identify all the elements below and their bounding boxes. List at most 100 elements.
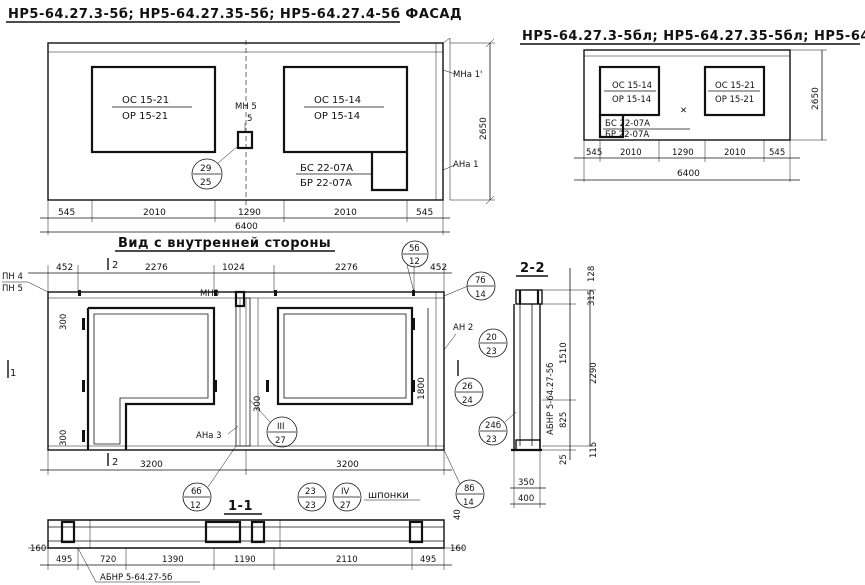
section22-callout-top: 24б bbox=[485, 421, 501, 431]
svg-text:12: 12 bbox=[409, 257, 420, 267]
mark-pn5: ПН 5 bbox=[2, 284, 23, 294]
svg-text:23: 23 bbox=[305, 487, 316, 497]
main-dim-2: 2010 bbox=[143, 208, 166, 218]
s22-dim-825: 825 bbox=[559, 412, 569, 428]
s11-side-top: 40 bbox=[453, 509, 463, 520]
callout-8b-14: 8б 14 bbox=[443, 449, 485, 509]
small-window-left-top: ОС 15-14 bbox=[612, 81, 652, 91]
inner-top-dim-4: 2276 bbox=[335, 263, 358, 273]
inner-bottom-dim-2: 3200 bbox=[336, 460, 359, 470]
main-total: 6400 bbox=[235, 222, 258, 232]
s22-dim-128: 128 bbox=[587, 266, 597, 282]
main-window-right-bottom: ОР 15-14 bbox=[314, 111, 360, 122]
main-door-top: БС 22-07А bbox=[300, 163, 353, 174]
s22-dim-25: 25 bbox=[559, 454, 569, 465]
s11-dim-6: 495 bbox=[420, 555, 436, 565]
main-window-left-top: ОС 15-21 bbox=[122, 95, 169, 106]
mark-mna1p: МНа 1' bbox=[453, 70, 482, 80]
inner-dim300-a: 300 bbox=[59, 314, 69, 330]
svg-text:12: 12 bbox=[190, 501, 201, 511]
main-facade: НР5-64.27.3-5б; НР5-64.27.35-5б; НР5-64.… bbox=[6, 7, 495, 235]
section11-title: 1-1 bbox=[228, 499, 253, 514]
section22-callout-bottom: 23 bbox=[486, 435, 497, 445]
main-facade-title: НР5-64.27.3-5б; НР5-64.27.35-5б; НР5-64.… bbox=[8, 7, 462, 22]
svg-text:23: 23 bbox=[305, 501, 316, 511]
s11-dim-3: 1390 bbox=[162, 555, 184, 565]
main-height: 2650 bbox=[479, 117, 489, 140]
small-window-left-bottom: ОР 15-14 bbox=[612, 95, 651, 105]
s11-side-right: 160 bbox=[450, 544, 466, 554]
mark-mn3: МН3 bbox=[200, 289, 219, 299]
svg-text:20: 20 bbox=[486, 333, 497, 343]
inner-dim300-b: 300 bbox=[59, 430, 69, 446]
callout-5b-12: 5б 12 bbox=[401, 240, 429, 293]
inner-view-title: Вид с внутренней стороны bbox=[118, 236, 331, 251]
mark-an2: АН 2 bbox=[453, 323, 473, 333]
svg-text:8б: 8б bbox=[464, 484, 475, 494]
callout-26-24: 26 24 bbox=[454, 360, 484, 407]
s22-dim-115: 115 bbox=[589, 442, 599, 458]
small-facade: НР5-64.27.3-5бл; НР5-64.27.35-5бл; НР5-6… bbox=[520, 29, 865, 182]
section22-title: 2-2 bbox=[520, 261, 545, 276]
mark-ana1: АНа 1 bbox=[453, 160, 479, 170]
callout-IV-27: IV 27 bbox=[332, 482, 362, 512]
s22-dim-400: 400 bbox=[518, 494, 534, 504]
callout-20-23: 20 23 bbox=[478, 328, 508, 358]
section-2-2: 2-2 АБНР 5-64.27-5б 24б 23 128 315 1510 … bbox=[478, 261, 599, 508]
small-door-top: БС 22-07А bbox=[605, 119, 650, 129]
main-dim-4: 2010 bbox=[334, 208, 357, 218]
svg-text:24: 24 bbox=[462, 396, 473, 406]
s22-dim-1510: 1510 bbox=[559, 342, 569, 364]
inner-top-dim-3: 1024 bbox=[222, 263, 245, 273]
callout-III-27: III 27 bbox=[249, 399, 298, 448]
small-height: 2650 bbox=[811, 87, 821, 110]
small-window-right-bottom: ОР 15-21 bbox=[715, 95, 754, 105]
s11-side-left: 160 bbox=[30, 544, 46, 554]
mn5-num: 5 bbox=[247, 114, 252, 124]
main-window-left-bottom: ОР 15-21 bbox=[122, 111, 168, 122]
inner-top-dim-1: 452 bbox=[56, 263, 73, 273]
inner-height: 1800 bbox=[417, 377, 427, 400]
svg-text:14: 14 bbox=[463, 498, 474, 508]
svg-text:27: 27 bbox=[275, 436, 286, 446]
svg-text:7б: 7б bbox=[475, 276, 486, 286]
callout-23-23: 23 23 bbox=[297, 482, 327, 512]
section22-block-label: АБНР 5-64.27-5б bbox=[546, 363, 556, 435]
svg-text:23: 23 bbox=[486, 347, 497, 357]
main-window-right-top: ОС 15-14 bbox=[314, 95, 361, 106]
s22-dim-315: 315 bbox=[587, 290, 597, 306]
s11-dim-1: 495 bbox=[56, 555, 72, 565]
svg-text:14: 14 bbox=[475, 290, 486, 300]
inner-view: Вид с внутренней стороны 452 2276 1024 2… bbox=[2, 236, 508, 512]
mark-pn4: ПН 4 bbox=[2, 272, 23, 282]
mn5-label: МН 5 bbox=[235, 102, 257, 112]
shponki-label: шпонки bbox=[368, 490, 409, 501]
s11-dim-4: 1190 bbox=[234, 555, 256, 565]
callout-6b-12: 6б 12 bbox=[182, 445, 237, 512]
inner-top-dim-5: 452 bbox=[430, 263, 447, 273]
inner-top-dim-2: 2276 bbox=[145, 263, 168, 273]
svg-text:26: 26 bbox=[462, 382, 473, 392]
section-mark-top: 2 bbox=[112, 260, 118, 271]
main-dim-5: 545 bbox=[416, 208, 433, 218]
small-dim-5: 545 bbox=[769, 148, 785, 158]
inner-bottom-dim-1: 3200 bbox=[140, 460, 163, 470]
svg-text:27: 27 bbox=[340, 501, 351, 511]
main-callout-bottom: 25 bbox=[200, 178, 211, 188]
small-dim-4: 2010 bbox=[724, 148, 746, 158]
svg-text:5б: 5б bbox=[409, 244, 420, 254]
small-total: 6400 bbox=[677, 169, 700, 179]
section-1-1: 1-1 160 160 40 495 720 1390 1190 2110 49… bbox=[28, 499, 466, 583]
main-dim-1: 545 bbox=[58, 208, 75, 218]
mark-one: 1 bbox=[10, 368, 16, 379]
small-dim-2: 2010 bbox=[620, 148, 642, 158]
s22-dim-350: 350 bbox=[518, 478, 534, 488]
small-dim-1: 545 bbox=[586, 148, 602, 158]
svg-text:6б: 6б bbox=[191, 487, 202, 497]
small-facade-title: НР5-64.27.3-5бл; НР5-64.27.35-5бл; НР5-6… bbox=[522, 29, 865, 44]
svg-text:IV: IV bbox=[341, 487, 350, 497]
svg-text:✕: ✕ bbox=[680, 106, 687, 116]
mark-ana3: АНа 3 bbox=[196, 431, 222, 441]
svg-text:III: III bbox=[277, 422, 285, 432]
